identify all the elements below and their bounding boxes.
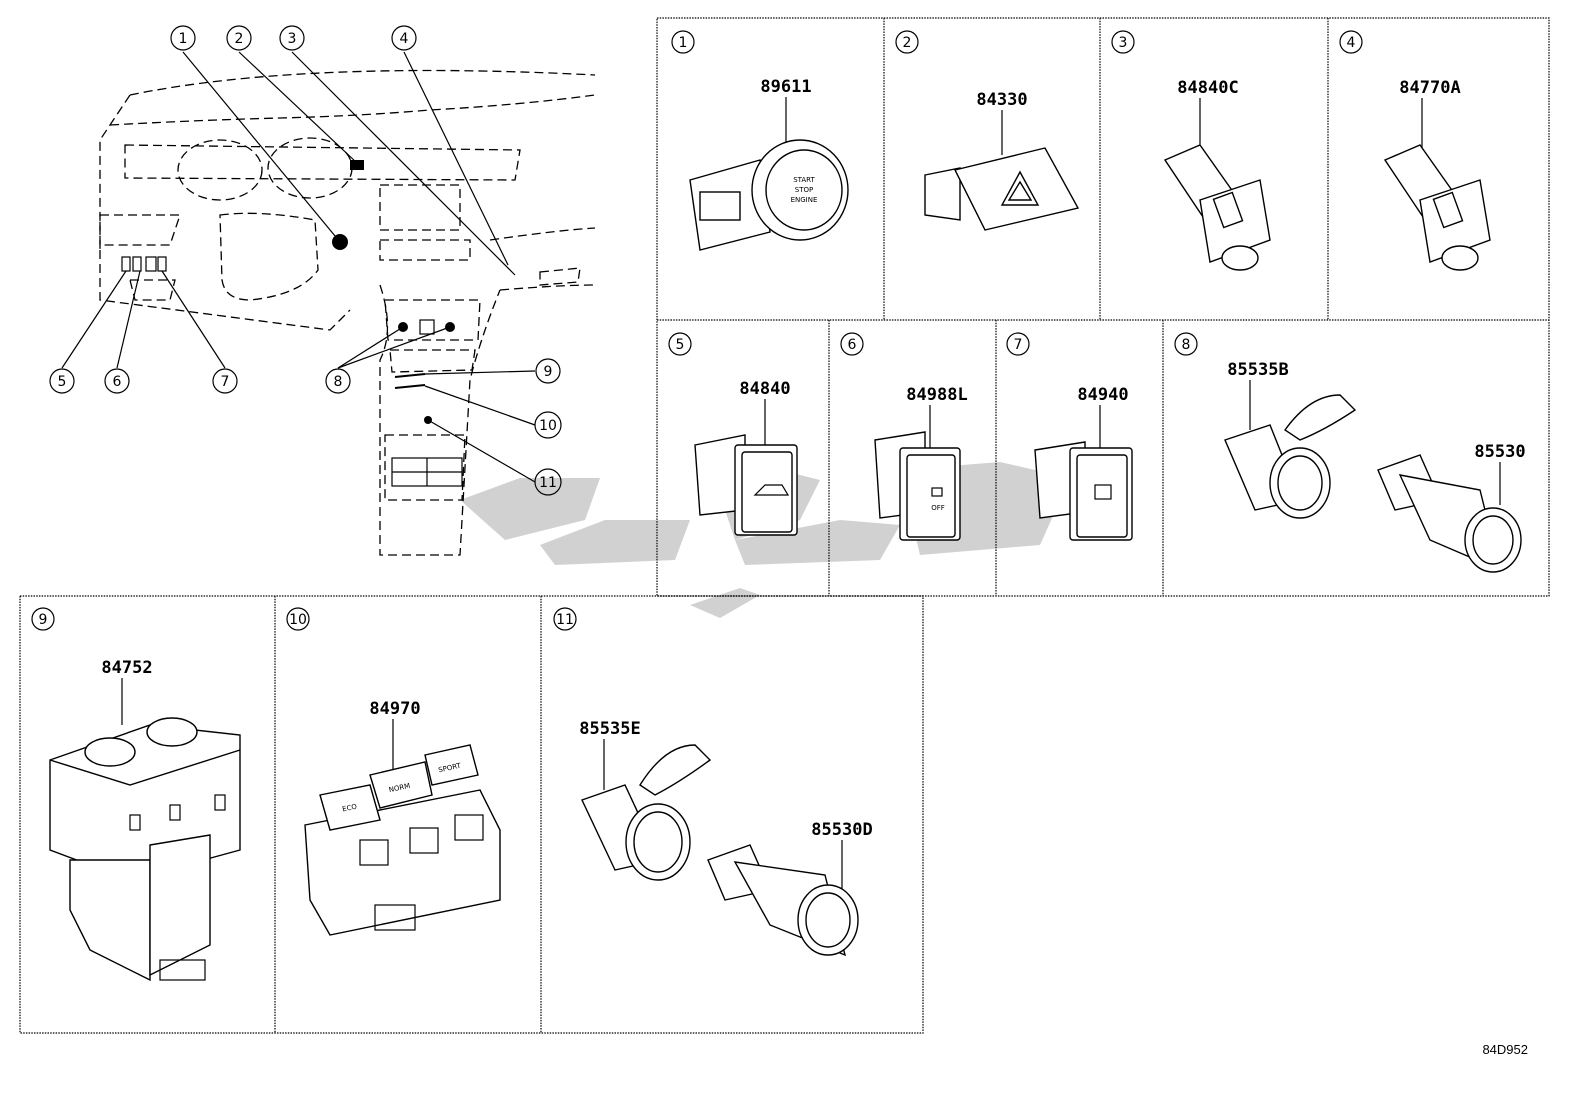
svg-text:6: 6 xyxy=(113,374,122,390)
svg-text:4: 4 xyxy=(1347,35,1356,51)
overview-callouts: 1 2 3 4 5 6 7 8 9 10 11 xyxy=(49,25,562,496)
svg-text:8: 8 xyxy=(334,374,343,390)
power-socket-cap-2 xyxy=(581,744,712,881)
part-number: 85530 xyxy=(1474,442,1525,462)
panel-3: 3 84840C xyxy=(1111,30,1271,271)
part-number: 85535B xyxy=(1227,360,1288,380)
callout-8: 8 xyxy=(325,368,351,394)
panel-7: 7 84940 xyxy=(1006,332,1133,541)
part-number: 85535E xyxy=(579,719,640,739)
part-number: 84988L xyxy=(906,385,967,405)
svg-text:START: START xyxy=(793,176,815,184)
svg-text:1: 1 xyxy=(179,31,188,47)
part-number: 85530D xyxy=(811,820,872,840)
switch-blank xyxy=(1163,144,1271,271)
part-number: 84840 xyxy=(739,379,790,399)
hazard-switch xyxy=(924,147,1080,231)
heater-switch xyxy=(1034,441,1133,541)
svg-text:7: 7 xyxy=(221,374,230,390)
part-number: 84940 xyxy=(1077,385,1128,405)
panel-9: 9 84752 xyxy=(31,607,241,982)
svg-text:11: 11 xyxy=(539,475,557,491)
callout-11: 11 xyxy=(534,468,562,496)
panel-1: 1 89611 START STOP ENGINE xyxy=(671,30,849,251)
panel-10: 10 84970 ECO NORM SPORT xyxy=(286,607,501,936)
panel-11: 11 85535E 85530D xyxy=(553,607,873,957)
panel-8: 8 85535B 85530 xyxy=(1174,332,1526,573)
callout-9: 9 xyxy=(535,358,561,384)
svg-text:6: 6 xyxy=(848,337,857,353)
callout-5: 5 xyxy=(49,368,75,394)
off-switch: OFF xyxy=(874,431,961,541)
svg-text:10: 10 xyxy=(539,418,557,434)
svg-text:2: 2 xyxy=(235,31,244,47)
svg-text:1: 1 xyxy=(679,35,688,51)
power-socket-2 xyxy=(707,844,859,957)
svg-text:4: 4 xyxy=(400,31,409,47)
callout-1: 1 xyxy=(170,25,196,51)
part-number: 84330 xyxy=(976,90,1027,110)
leader-lines xyxy=(61,51,536,483)
svg-text:9: 9 xyxy=(544,364,553,380)
figure-reference: 84D952 xyxy=(1482,1042,1528,1057)
part-number: 89611 xyxy=(760,77,811,97)
panel-grid xyxy=(19,17,1550,1034)
svg-text:OFF: OFF xyxy=(931,504,945,512)
switch-blank-2 xyxy=(1383,144,1491,271)
svg-text:ECO: ECO xyxy=(342,802,359,813)
svg-text:3: 3 xyxy=(1119,35,1128,51)
dashboard-overview xyxy=(99,69,596,556)
part-number: 84752 xyxy=(101,658,152,678)
svg-text:ENGINE: ENGINE xyxy=(791,196,818,204)
svg-text:STOP: STOP xyxy=(795,186,813,194)
panel-6: 6 84988L OFF xyxy=(840,332,968,541)
svg-text:11: 11 xyxy=(556,612,574,628)
svg-text:5: 5 xyxy=(676,337,685,353)
part-number: 84970 xyxy=(369,699,420,719)
power-socket xyxy=(1377,454,1522,573)
trunk-switch xyxy=(694,434,798,536)
callout-3: 3 xyxy=(279,25,305,51)
callout-4: 4 xyxy=(391,25,417,51)
callout-7: 7 xyxy=(212,368,238,394)
callout-2: 2 xyxy=(226,25,252,51)
engine-start-switch: START STOP ENGINE xyxy=(689,139,849,251)
drive-mode-switch: ECO NORM SPORT xyxy=(304,744,501,936)
callout-10: 10 xyxy=(534,411,562,439)
svg-text:10: 10 xyxy=(289,612,307,628)
panel-5: 5 84840 xyxy=(668,332,798,536)
panel-4: 4 84770A xyxy=(1339,30,1491,271)
svg-text:9: 9 xyxy=(39,612,48,628)
svg-text:7: 7 xyxy=(1014,337,1023,353)
seat-heater-switch xyxy=(49,717,241,982)
part-number: 84840C xyxy=(1177,78,1238,98)
part-number: 84770A xyxy=(1399,78,1460,98)
svg-text:5: 5 xyxy=(58,374,67,390)
svg-text:2: 2 xyxy=(903,35,912,51)
svg-text:3: 3 xyxy=(288,31,297,47)
callout-6: 6 xyxy=(104,368,130,394)
svg-text:8: 8 xyxy=(1182,337,1191,353)
panel-2: 2 84330 xyxy=(895,30,1080,231)
power-socket-cap xyxy=(1224,394,1357,519)
